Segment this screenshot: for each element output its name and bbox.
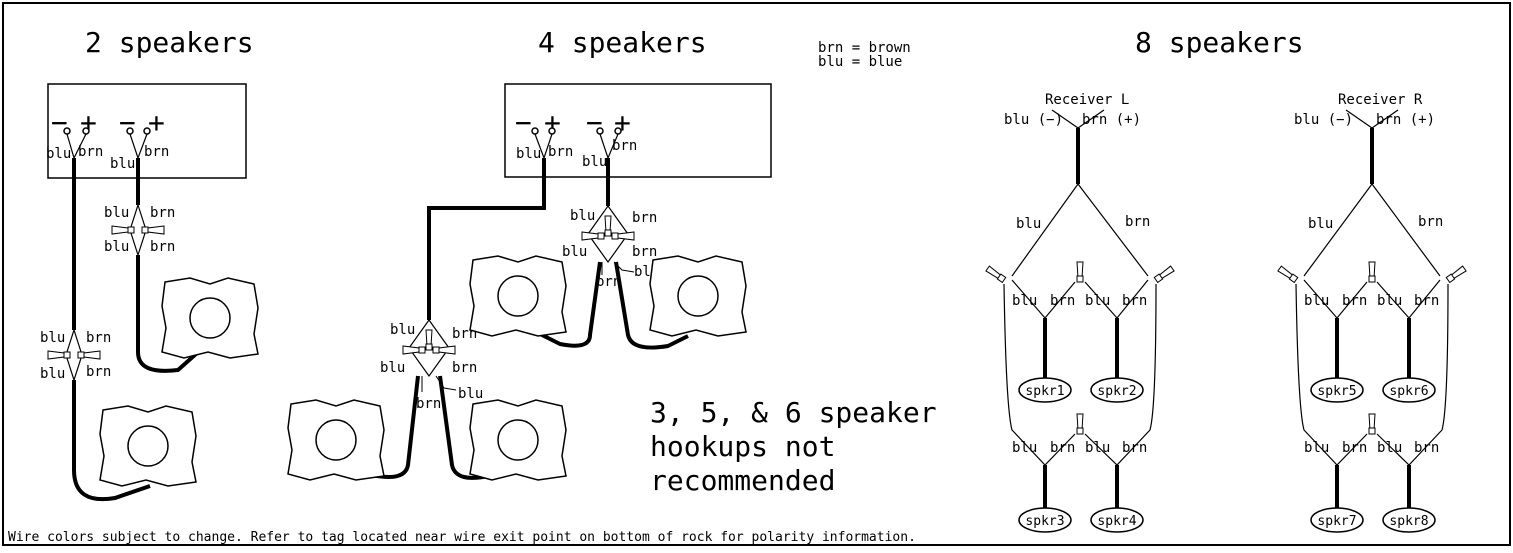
wire-label: brn <box>1050 440 1075 456</box>
terminal-post <box>126 127 134 135</box>
polarity-label: brn (+) <box>1376 112 1435 128</box>
wire-label: brn <box>632 210 657 226</box>
wire-label: brn <box>1418 214 1443 230</box>
wire-label: blu <box>104 205 129 221</box>
terminal-post <box>63 127 71 135</box>
wire-label: brn <box>86 330 111 346</box>
wire-label: brn <box>548 144 573 160</box>
wire-label: blu <box>562 244 587 260</box>
eight-speaker-left: Receiver L blu (−) brn (+) blu brn blu b… <box>985 92 1175 533</box>
wire-label: brn <box>1342 293 1367 309</box>
wire-label: blu <box>1085 293 1110 309</box>
wire-label: blu <box>390 322 415 338</box>
wire-label: blu <box>40 330 65 346</box>
terminal-minus-label: − <box>515 106 532 139</box>
speaker-label: spkr1 <box>1025 384 1064 399</box>
wire-label: brn <box>144 144 169 160</box>
legend-brown: brn = brown <box>818 40 911 56</box>
wire-label: blu <box>1085 440 1110 456</box>
wire-label: blu <box>380 360 405 376</box>
wire-label: brn <box>452 360 477 376</box>
wire-label: blu <box>40 366 65 382</box>
wire-label: blu <box>582 154 607 170</box>
terminal-plus-label: + <box>80 106 97 139</box>
polarity-label: brn (+) <box>1082 112 1141 128</box>
speaker-rock <box>469 399 567 481</box>
speaker-label: spkr2 <box>1097 384 1136 399</box>
wire-label: blu <box>46 146 71 162</box>
terminal-plus-label: + <box>544 106 561 139</box>
eight-speaker-right: Receiver R blu (−) brn (+) blu brn blu b… <box>1277 92 1467 533</box>
wire-label: blu <box>1304 440 1329 456</box>
wire-label: brn <box>1125 214 1150 230</box>
receiver-left-label: Receiver L <box>1045 92 1129 108</box>
speaker-rock <box>469 255 567 337</box>
wire-label: blu <box>1308 216 1333 232</box>
wire-label: brn <box>1122 293 1147 309</box>
wire-label: brn <box>596 274 621 290</box>
speaker-label: spkr7 <box>1317 514 1356 529</box>
footer-note: Wire colors subject to change. Refer to … <box>8 530 916 545</box>
wire-label: brn <box>86 364 111 380</box>
speaker-rock <box>161 277 259 359</box>
wire-label: blu <box>1012 440 1037 456</box>
note-line-2: hookups not <box>650 430 835 463</box>
wire-label: blu <box>1377 440 1402 456</box>
speaker-rock <box>649 255 747 337</box>
speaker-label: spkr8 <box>1389 514 1428 529</box>
wire-label: blu <box>1012 293 1037 309</box>
terminal-post <box>143 127 151 135</box>
terminal-post <box>82 127 90 135</box>
wire-label: blu <box>1304 293 1329 309</box>
wire-label: brn <box>1414 440 1439 456</box>
terminal-plus-label: + <box>148 106 165 139</box>
legend-blue: blu = blue <box>818 54 902 70</box>
polarity-label: blu (−) <box>1004 112 1063 128</box>
wire-label: blu <box>1377 293 1402 309</box>
wire-label: blu <box>516 146 541 162</box>
polarity-label: blu (−) <box>1294 112 1353 128</box>
wire-label: blu <box>104 239 129 255</box>
speaker-rock <box>99 405 197 487</box>
title-4-speakers: 4 speakers <box>538 26 707 59</box>
receiver-right-label: Receiver R <box>1338 92 1423 108</box>
speaker-rock <box>287 399 385 481</box>
four-speaker-setup: − + − + blu brn blu brn blu brn blu brn … <box>287 83 772 481</box>
terminal-minus-label: − <box>119 106 136 139</box>
wire-label: brn <box>1414 293 1439 309</box>
note-line-3: recommended <box>650 464 835 497</box>
speaker-label: spkr3 <box>1025 514 1064 529</box>
wire-label: brn <box>78 144 103 160</box>
speaker-label: spkr5 <box>1317 384 1356 399</box>
note-line-1: 3, 5, & 6 speaker <box>650 396 937 429</box>
speaker-label: spkr4 <box>1097 514 1136 529</box>
title-2-speakers: 2 speakers <box>85 26 254 59</box>
wire-label: brn <box>416 396 441 412</box>
wire-label: brn <box>150 205 175 221</box>
wire-label: brn <box>1050 293 1075 309</box>
speaker-label: spkr6 <box>1389 384 1428 399</box>
wire-label: blu <box>458 386 483 402</box>
title-8-speakers: 8 speakers <box>1135 26 1304 59</box>
wire-label: brn <box>1122 440 1147 456</box>
wire-label: blu <box>1016 216 1041 232</box>
wire-label: brn <box>150 239 175 255</box>
wire-label: brn <box>632 244 657 260</box>
wire-label: brn <box>612 138 637 154</box>
wire-label: blu <box>110 156 135 172</box>
wire-label: blu <box>570 208 595 224</box>
wire-label: brn <box>1342 440 1367 456</box>
two-speaker-setup: − + − + blu brn blu brn blu brn blu brn … <box>40 83 259 502</box>
